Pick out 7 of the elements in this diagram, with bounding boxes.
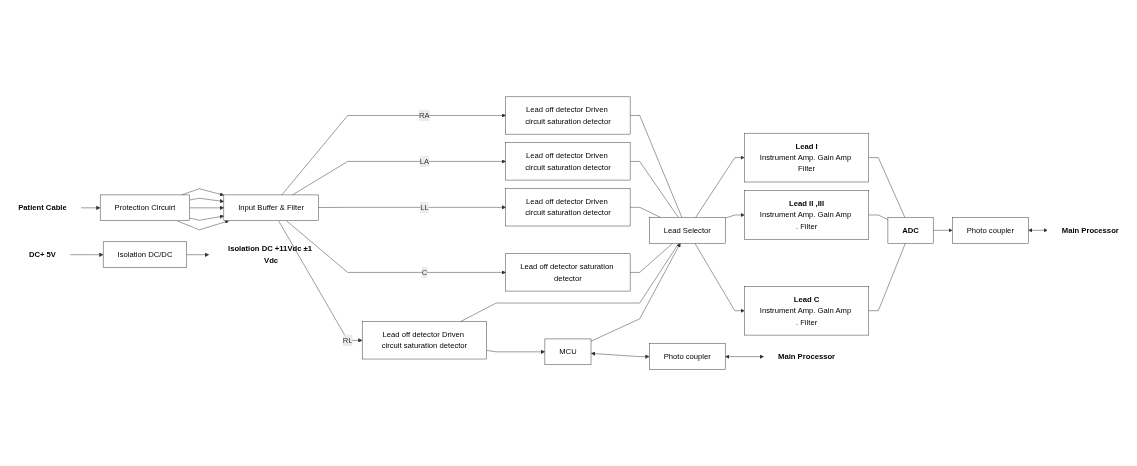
connector [460,242,680,322]
connector [868,242,906,311]
connector [629,161,679,218]
connector [629,115,683,218]
connector [868,214,889,220]
connector [629,242,673,273]
connector [629,206,661,218]
